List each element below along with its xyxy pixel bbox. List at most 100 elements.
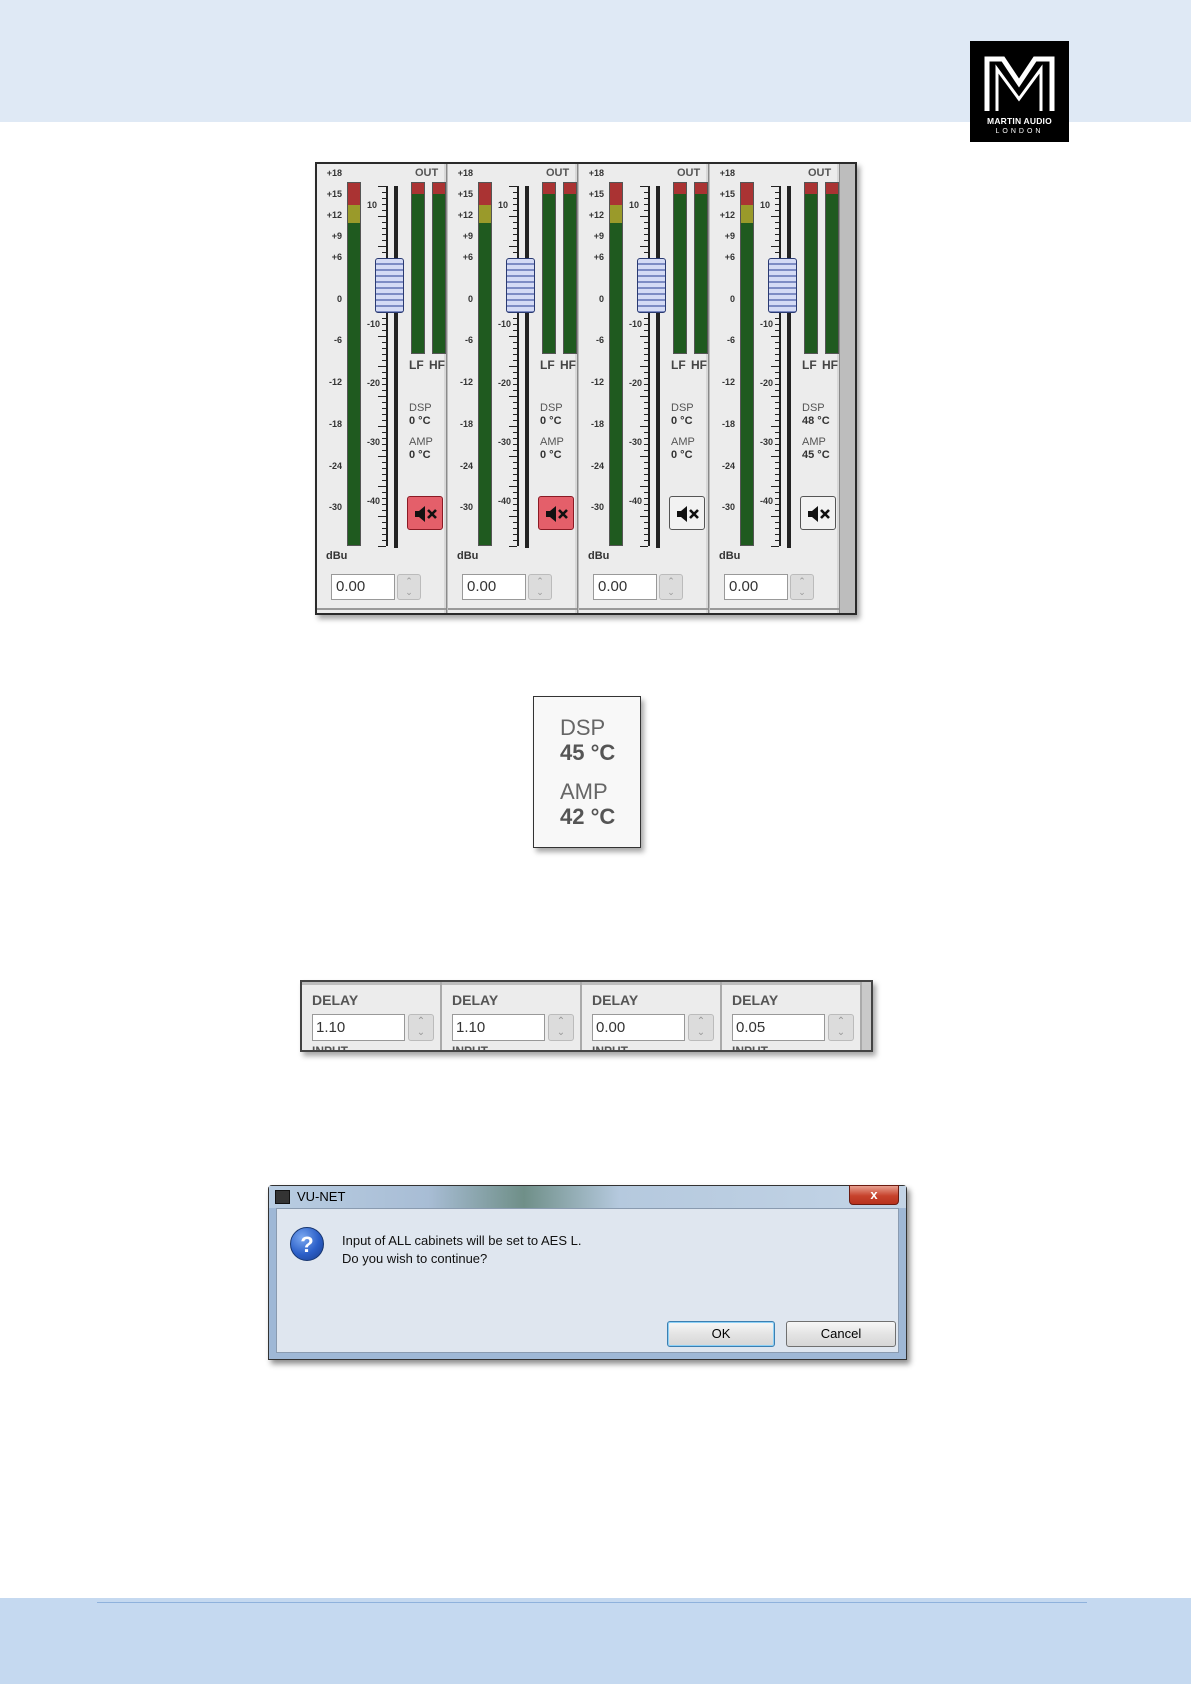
out-label: OUT bbox=[808, 167, 832, 179]
mute-button[interactable] bbox=[800, 496, 836, 530]
ruler-tick bbox=[775, 204, 779, 205]
gain-fader-handle[interactable] bbox=[637, 258, 666, 313]
input-label: INPUT bbox=[732, 1044, 768, 1052]
ruler-tick bbox=[509, 426, 517, 427]
ruler-tick bbox=[513, 204, 517, 205]
ruler-tick bbox=[382, 348, 386, 349]
delay-label: DELAY bbox=[732, 992, 779, 1008]
delay-input[interactable]: 1.10 bbox=[452, 1014, 545, 1041]
dsp-label: DSP bbox=[540, 402, 563, 414]
ruler-tick bbox=[771, 216, 779, 217]
gain-spinner[interactable]: ⌃⌄ bbox=[659, 574, 683, 600]
ruler-tick bbox=[775, 408, 779, 409]
ruler-tick bbox=[644, 534, 648, 535]
ruler-tick bbox=[378, 456, 386, 457]
ruler-tick bbox=[644, 240, 648, 241]
close-button[interactable]: x bbox=[849, 1185, 899, 1205]
ruler-tick bbox=[513, 384, 517, 385]
delay-cell-top-rule bbox=[302, 982, 440, 985]
meter-scale-label: -30 bbox=[721, 502, 735, 512]
gain-fader-handle[interactable] bbox=[506, 258, 535, 313]
delay-input[interactable]: 0.05 bbox=[732, 1014, 825, 1041]
fader-scale-label: -10 bbox=[367, 319, 381, 329]
mute-button[interactable] bbox=[538, 496, 574, 530]
mute-button[interactable] bbox=[669, 496, 705, 530]
delay-input[interactable]: 1.10 bbox=[312, 1014, 405, 1041]
ruler-tick bbox=[378, 396, 386, 397]
meter-scale-label: +18 bbox=[326, 168, 342, 178]
gain-input[interactable]: 0.00 bbox=[593, 574, 657, 600]
gain-input[interactable]: 0.00 bbox=[724, 574, 788, 600]
ruler-tick bbox=[382, 522, 386, 523]
fader-scale-label: -20 bbox=[367, 378, 381, 388]
meter-scale-label: +12 bbox=[719, 210, 735, 220]
ruler-tick bbox=[771, 546, 779, 547]
delay-spinner[interactable]: ⌃⌄ bbox=[548, 1014, 574, 1041]
input-label: INPUT bbox=[312, 1044, 348, 1052]
gain-input[interactable]: 0.00 bbox=[331, 574, 395, 600]
ruler-tick bbox=[513, 468, 517, 469]
logo-brand: MARTIN AUDIO bbox=[987, 116, 1052, 126]
lf-label: LF bbox=[802, 358, 817, 372]
ruler-tick bbox=[644, 348, 648, 349]
delay-label: DELAY bbox=[452, 992, 499, 1008]
ruler-tick bbox=[775, 228, 779, 229]
delay-cell: DELAY 0.05⌃⌄ INPUT bbox=[722, 982, 862, 1052]
meter-scale-label: -24 bbox=[328, 461, 342, 471]
ruler-tick bbox=[775, 330, 779, 331]
ruler-tick bbox=[640, 396, 648, 397]
callout-amp-temp: 42 °C bbox=[560, 804, 616, 829]
ruler-tick bbox=[644, 420, 648, 421]
ok-button[interactable]: OK bbox=[667, 1321, 775, 1347]
meter-scale-label: 0 bbox=[336, 294, 342, 304]
ruler-tick bbox=[509, 246, 517, 247]
gain-input[interactable]: 0.00 bbox=[462, 574, 526, 600]
unit-label: dBu bbox=[326, 550, 348, 562]
ruler-tick bbox=[775, 210, 779, 211]
ruler-tick bbox=[378, 246, 386, 247]
ruler-tick bbox=[513, 342, 517, 343]
ruler-tick bbox=[378, 426, 386, 427]
ruler-tick bbox=[775, 390, 779, 391]
ruler-tick bbox=[775, 444, 779, 445]
mute-button[interactable] bbox=[407, 496, 443, 530]
channel-bottom-rule bbox=[710, 608, 839, 610]
ruler-tick bbox=[644, 444, 648, 445]
ruler-tick bbox=[382, 330, 386, 331]
delay-spinner[interactable]: ⌃⌄ bbox=[688, 1014, 714, 1041]
ruler-tick bbox=[382, 324, 386, 325]
gain-fader-handle[interactable] bbox=[768, 258, 797, 313]
ruler-tick bbox=[513, 318, 517, 319]
dialog-titlebar[interactable]: VU-NET x bbox=[269, 1185, 906, 1208]
meter-scale-label: 0 bbox=[729, 294, 735, 304]
ruler-tick bbox=[644, 360, 648, 361]
ruler-tick bbox=[378, 486, 386, 487]
fader-scale-label: -40 bbox=[367, 496, 381, 506]
ruler-tick bbox=[382, 468, 386, 469]
ruler-tick bbox=[644, 450, 648, 451]
fader-scale-label: -40 bbox=[498, 496, 512, 506]
unit-label: dBu bbox=[719, 550, 741, 562]
hf-label: HF bbox=[429, 358, 445, 372]
meter-scale-label: -18 bbox=[459, 419, 473, 429]
gain-fader-handle[interactable] bbox=[375, 258, 404, 313]
delay-spinner[interactable]: ⌃⌄ bbox=[828, 1014, 854, 1041]
delay-label: DELAY bbox=[312, 992, 359, 1008]
gain-spinner[interactable]: ⌃⌄ bbox=[397, 574, 421, 600]
meter-scale-label: +12 bbox=[588, 210, 604, 220]
ruler-tick bbox=[775, 252, 779, 253]
delay-cell: DELAY 1.10⌃⌄ INPUT bbox=[302, 982, 442, 1052]
ruler-tick bbox=[771, 486, 779, 487]
ruler-tick bbox=[775, 510, 779, 511]
gain-spinner[interactable]: ⌃⌄ bbox=[528, 574, 552, 600]
cancel-button[interactable]: Cancel bbox=[786, 1321, 896, 1347]
ruler-tick bbox=[382, 378, 386, 379]
ruler-tick bbox=[382, 198, 386, 199]
ruler-tick bbox=[644, 522, 648, 523]
delay-input[interactable]: 0.00 bbox=[592, 1014, 685, 1041]
ruler-tick bbox=[513, 222, 517, 223]
ruler-tick bbox=[775, 480, 779, 481]
ruler-tick bbox=[644, 228, 648, 229]
delay-spinner[interactable]: ⌃⌄ bbox=[408, 1014, 434, 1041]
gain-spinner[interactable]: ⌃⌄ bbox=[790, 574, 814, 600]
